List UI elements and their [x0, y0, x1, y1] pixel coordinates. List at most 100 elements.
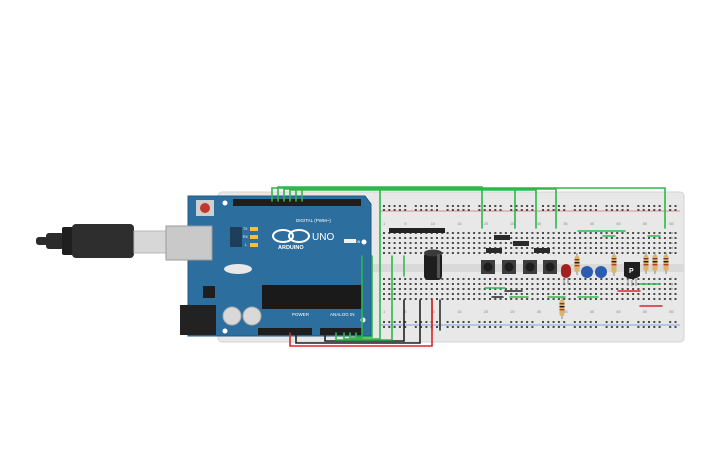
breadboard-hole[interactable] [436, 326, 438, 328]
breadboard-hole[interactable] [573, 293, 576, 295]
breadboard-hole[interactable] [595, 252, 597, 254]
breadboard-hole[interactable] [542, 209, 544, 211]
breadboard-hole[interactable] [398, 298, 401, 300]
breadboard-hole[interactable] [383, 293, 385, 295]
breadboard-hole[interactable] [552, 237, 555, 239]
breadboard-hole[interactable] [531, 237, 534, 239]
breadboard-hole[interactable] [648, 247, 650, 249]
breadboard-hole[interactable] [621, 205, 624, 207]
breadboard-hole[interactable] [515, 237, 518, 239]
breadboard-hole[interactable] [632, 237, 635, 239]
breadboard-hole[interactable] [547, 232, 550, 234]
breadboard-hole[interactable] [568, 247, 571, 249]
breadboard-hole[interactable] [510, 283, 513, 285]
breadboard-hole[interactable] [420, 283, 423, 285]
breadboard-hole[interactable] [610, 298, 613, 300]
breadboard-hole[interactable] [494, 293, 497, 295]
breadboard-hole[interactable] [610, 232, 613, 234]
breadboard-hole[interactable] [547, 242, 550, 244]
breadboard-hole[interactable] [383, 252, 385, 254]
breadboard-hole[interactable] [573, 232, 576, 234]
pushbuttons[interactable] [481, 260, 557, 274]
breadboard-hole[interactable] [605, 326, 608, 328]
breadboard-hole[interactable] [584, 288, 587, 290]
breadboard-hole[interactable] [494, 242, 497, 244]
breadboard-hole[interactable] [557, 321, 560, 323]
breadboard-hole[interactable] [642, 326, 645, 328]
breadboard-hole[interactable] [626, 232, 629, 234]
breadboard-hole[interactable] [605, 288, 608, 290]
breadboard-hole[interactable] [409, 242, 412, 244]
breadboard-hole[interactable] [473, 283, 476, 285]
breadboard-hole[interactable] [526, 326, 529, 328]
breadboard-hole[interactable] [658, 293, 661, 295]
breadboard-hole[interactable] [510, 293, 513, 295]
breadboard-hole[interactable] [610, 252, 613, 254]
breadboard-hole[interactable] [462, 326, 465, 328]
breadboard-hole[interactable] [584, 252, 587, 254]
breadboard-hole[interactable] [568, 298, 571, 300]
breadboard-hole[interactable] [462, 288, 465, 290]
breadboard-hole[interactable] [483, 205, 486, 207]
breadboard-hole[interactable] [494, 205, 497, 207]
breadboard-hole[interactable] [483, 237, 486, 239]
breadboard-hole[interactable] [626, 326, 629, 328]
breadboard-hole[interactable] [430, 283, 433, 285]
breadboard-hole[interactable] [547, 298, 550, 300]
breadboard-hole[interactable] [414, 293, 417, 295]
breadboard-hole[interactable] [526, 293, 529, 295]
breadboard-hole[interactable] [526, 278, 529, 280]
breadboard-hole[interactable] [589, 237, 592, 239]
breadboard-hole[interactable] [494, 326, 497, 328]
breadboard-hole[interactable] [483, 252, 486, 254]
breadboard-hole[interactable] [473, 237, 476, 239]
breadboard-hole[interactable] [398, 242, 401, 244]
breadboard-hole[interactable] [542, 288, 544, 290]
breadboard-hole[interactable] [547, 209, 550, 211]
breadboard-hole[interactable] [483, 293, 486, 295]
breadboard-hole[interactable] [621, 247, 624, 249]
breadboard-hole[interactable] [489, 278, 491, 280]
breadboard-hole[interactable] [499, 293, 502, 295]
breadboard-hole[interactable] [610, 283, 613, 285]
breadboard-hole[interactable] [648, 298, 650, 300]
breadboard-hole[interactable] [409, 237, 412, 239]
breadboard-hole[interactable] [451, 283, 454, 285]
breadboard-hole[interactable] [420, 205, 423, 207]
breadboard-hole[interactable] [663, 283, 666, 285]
breadboard-hole[interactable] [568, 283, 571, 285]
breadboard-hole[interactable] [420, 242, 423, 244]
breadboard-hole[interactable] [451, 298, 454, 300]
breadboard-hole[interactable] [489, 283, 491, 285]
breadboard-hole[interactable] [441, 283, 444, 285]
resistor[interactable] [559, 297, 565, 319]
breadboard-hole[interactable] [579, 283, 582, 285]
breadboard-hole[interactable] [600, 237, 603, 239]
breadboard-hole[interactable] [584, 321, 587, 323]
breadboard-hole[interactable] [388, 252, 391, 254]
breadboard-hole[interactable] [621, 209, 624, 211]
breadboard-hole[interactable] [383, 232, 385, 234]
breadboard-hole[interactable] [595, 283, 597, 285]
breadboard-hole[interactable] [642, 298, 645, 300]
breadboard-hole[interactable] [674, 326, 677, 328]
breadboard-hole[interactable] [457, 283, 460, 285]
breadboard-hole[interactable] [595, 298, 597, 300]
diode-3[interactable] [486, 248, 502, 253]
ceramic-capacitor-1[interactable] [581, 266, 593, 278]
breadboard-hole[interactable] [674, 321, 677, 323]
breadboard-hole[interactable] [520, 326, 523, 328]
breadboard-hole[interactable] [478, 278, 481, 280]
breadboard-hole[interactable] [637, 283, 640, 285]
breadboard-hole[interactable] [393, 252, 396, 254]
breadboard-hole[interactable] [393, 298, 396, 300]
breadboard-hole[interactable] [526, 205, 529, 207]
breadboard-hole[interactable] [605, 247, 608, 249]
breadboard-hole[interactable] [404, 242, 407, 244]
breadboard-hole[interactable] [674, 283, 677, 285]
breadboard-hole[interactable] [457, 278, 460, 280]
breadboard-hole[interactable] [526, 283, 529, 285]
breadboard-hole[interactable] [669, 298, 672, 300]
breadboard-hole[interactable] [669, 283, 672, 285]
breadboard-hole[interactable] [446, 321, 449, 323]
